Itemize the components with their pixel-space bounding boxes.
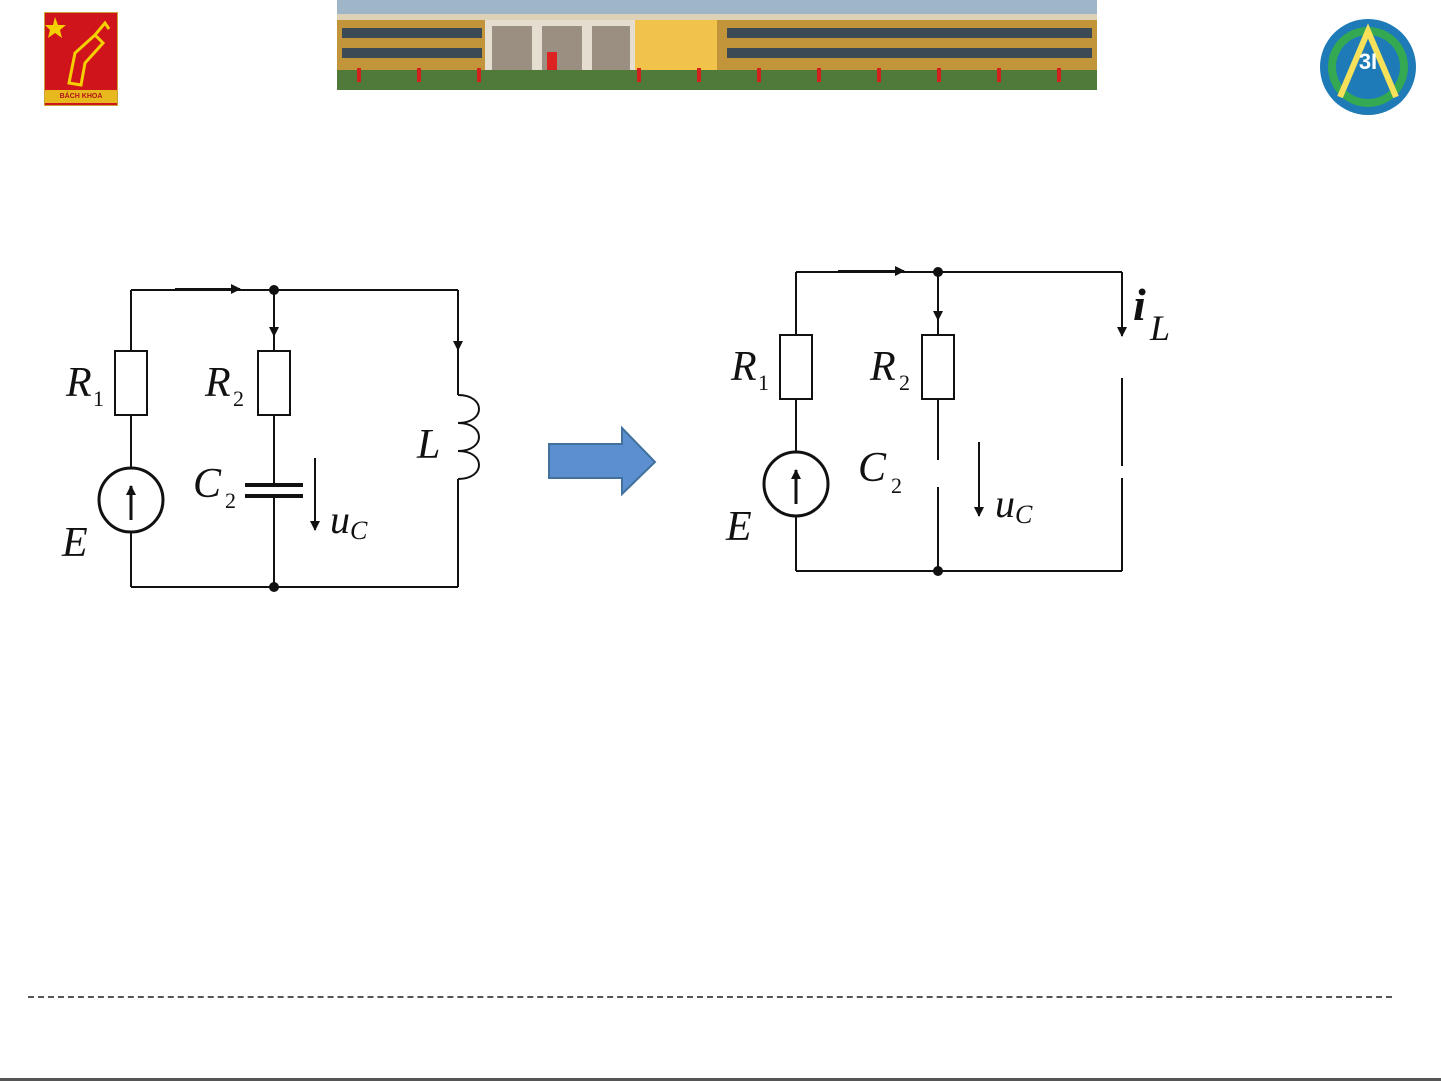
right-label-il: i <box>1133 282 1146 328</box>
left-label-c2: C <box>193 463 221 505</box>
left-label-e: E <box>62 522 88 564</box>
left-node-top <box>269 285 279 295</box>
right-label-r1-sub: 1 <box>758 372 769 394</box>
right-label-r2: R <box>870 346 896 388</box>
left-label-l: L <box>417 424 440 466</box>
left-label-r1-sub: 1 <box>93 388 104 410</box>
right-label-r2-sub: 2 <box>899 372 910 394</box>
left-label-r2: R <box>205 362 231 404</box>
left-label-c2-sub: 2 <box>225 490 236 512</box>
left-label-uc: u <box>330 500 350 540</box>
left-label-uc-sub: C <box>350 518 367 544</box>
right-label-e: E <box>726 506 752 548</box>
left-inductor-l <box>458 395 479 479</box>
left-node-bottom <box>269 582 279 592</box>
right-circuit <box>764 267 1122 576</box>
right-label-uc-sub: C <box>1015 502 1032 528</box>
right-resistor-r1 <box>780 335 812 399</box>
transform-arrow <box>549 428 655 494</box>
footer-divider <box>28 996 1392 998</box>
right-label-uc: u <box>995 484 1015 524</box>
left-label-r1: R <box>66 362 92 404</box>
right-label-il-sub: L <box>1150 310 1170 346</box>
left-label-r2-sub: 2 <box>233 388 244 410</box>
left-resistor-r1 <box>115 351 147 415</box>
right-node-top <box>933 267 943 277</box>
right-label-r1: R <box>731 346 757 388</box>
right-label-c2-sub: 2 <box>891 475 902 497</box>
right-node-bottom <box>933 566 943 576</box>
right-label-c2: C <box>858 447 886 489</box>
left-resistor-r2 <box>258 351 290 415</box>
right-resistor-r2 <box>922 335 954 399</box>
